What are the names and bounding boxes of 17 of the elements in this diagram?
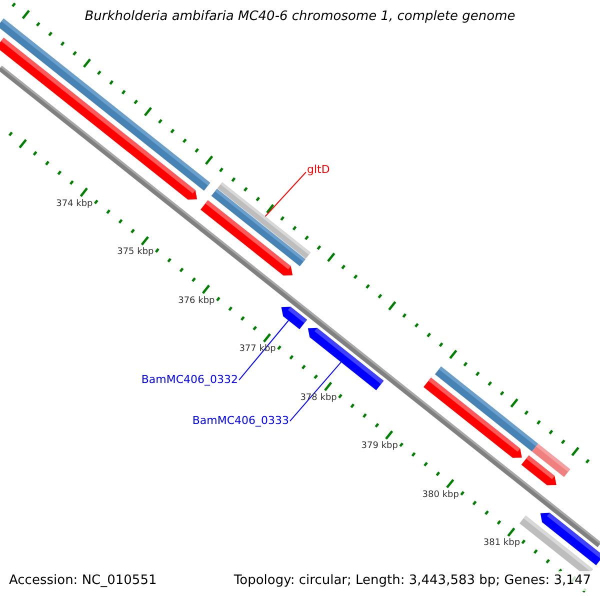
gene-bar [217, 182, 311, 259]
gene-label: BamMC406_0333 [192, 414, 289, 428]
scale-label: 379 kbp [361, 441, 398, 452]
gene-label: BamMC406_0332 [141, 373, 238, 386]
gene-label: gltD [307, 163, 330, 176]
leader-line [264, 172, 306, 217]
scale-label: 381 kbp [483, 538, 520, 550]
leader-line [290, 362, 342, 422]
accession-text: Accession: NC_010551 [9, 573, 157, 589]
scale-label: 376 kbp [178, 296, 215, 306]
gene-arrow [281, 306, 307, 330]
scale-label: 374 kbp [56, 198, 93, 210]
leader-line [238, 320, 289, 381]
gene-arrow [308, 328, 384, 390]
scale-label: 380 kbp [422, 490, 459, 501]
scale-label: 375 kbp [117, 247, 154, 258]
genome-title: Burkholderia ambifaria MC40-6 chromosome 1, complete genome [84, 9, 516, 25]
